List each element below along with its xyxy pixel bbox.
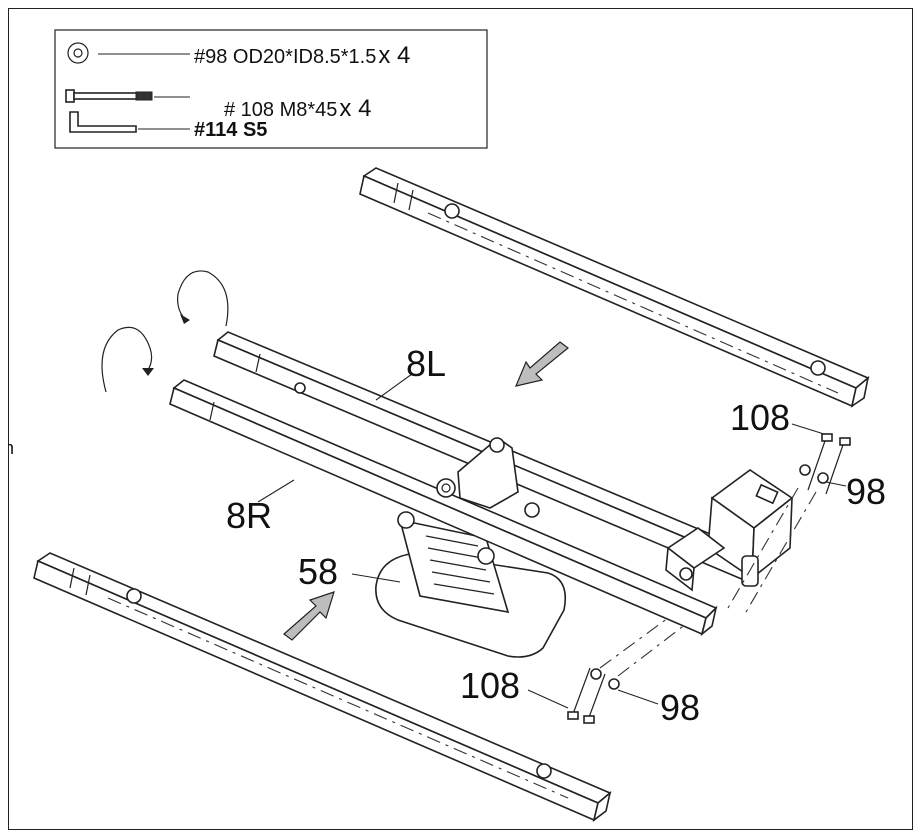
assembly-drawing: n #98 OD20*ID8.5*1.5x 4 # 108 M8*45x 4 #…: [4, 8, 913, 830]
hardware-bottom: [567, 617, 687, 724]
leader-58: [351, 573, 401, 583]
leader-98-top: [825, 481, 847, 487]
callout-8L: 8L: [406, 343, 446, 384]
leader-108-bottom: [527, 689, 569, 709]
callout-8R: 8R: [226, 495, 272, 536]
callout-98-bottom: 98: [660, 687, 700, 728]
direction-arrow-icon: [514, 341, 569, 387]
leader-8R: [257, 479, 295, 503]
rear-bracket: [665, 469, 794, 592]
legend-item-98: #98 OD20*ID8.5*1.5x 4: [194, 42, 410, 69]
direction-arrow-icon: [283, 591, 335, 641]
washer-icon: [67, 42, 89, 64]
edge-mark: n: [8, 438, 14, 458]
top-stabilizer-foot: [359, 167, 870, 408]
bolt-icon: [65, 89, 153, 103]
bottom-stabilizer-foot: [33, 552, 612, 822]
callout-108-bottom: 108: [460, 665, 520, 706]
hardware-legend: #98 OD20*ID8.5*1.5x 4 # 108 M8*45x 4 #11…: [54, 29, 488, 149]
legend-item-108: # 108 M8*45x 4: [224, 95, 371, 122]
leader-98-bottom: [617, 689, 659, 705]
diagram-border: [8, 8, 913, 830]
callout-58: 58: [298, 551, 338, 592]
center-bracket: [436, 436, 540, 518]
rotation-arrow-icon: [177, 270, 229, 327]
leader-8L: [375, 373, 413, 401]
rotation-arrow-icon: [101, 326, 154, 393]
base-plate-58: [375, 511, 567, 658]
allen-key-icon: [69, 111, 137, 133]
legend-item-114: #114 S5: [194, 119, 267, 141]
assembly-diagram: n #98 OD20*ID8.5*1.5x 4 # 108 M8*45x 4 #…: [4, 8, 913, 830]
callout-108-top: 108: [730, 397, 790, 438]
leg-8R: [169, 379, 718, 637]
hardware-top: [727, 433, 851, 613]
leader-108-top: [791, 423, 825, 435]
callout-98-top: 98: [846, 471, 886, 512]
